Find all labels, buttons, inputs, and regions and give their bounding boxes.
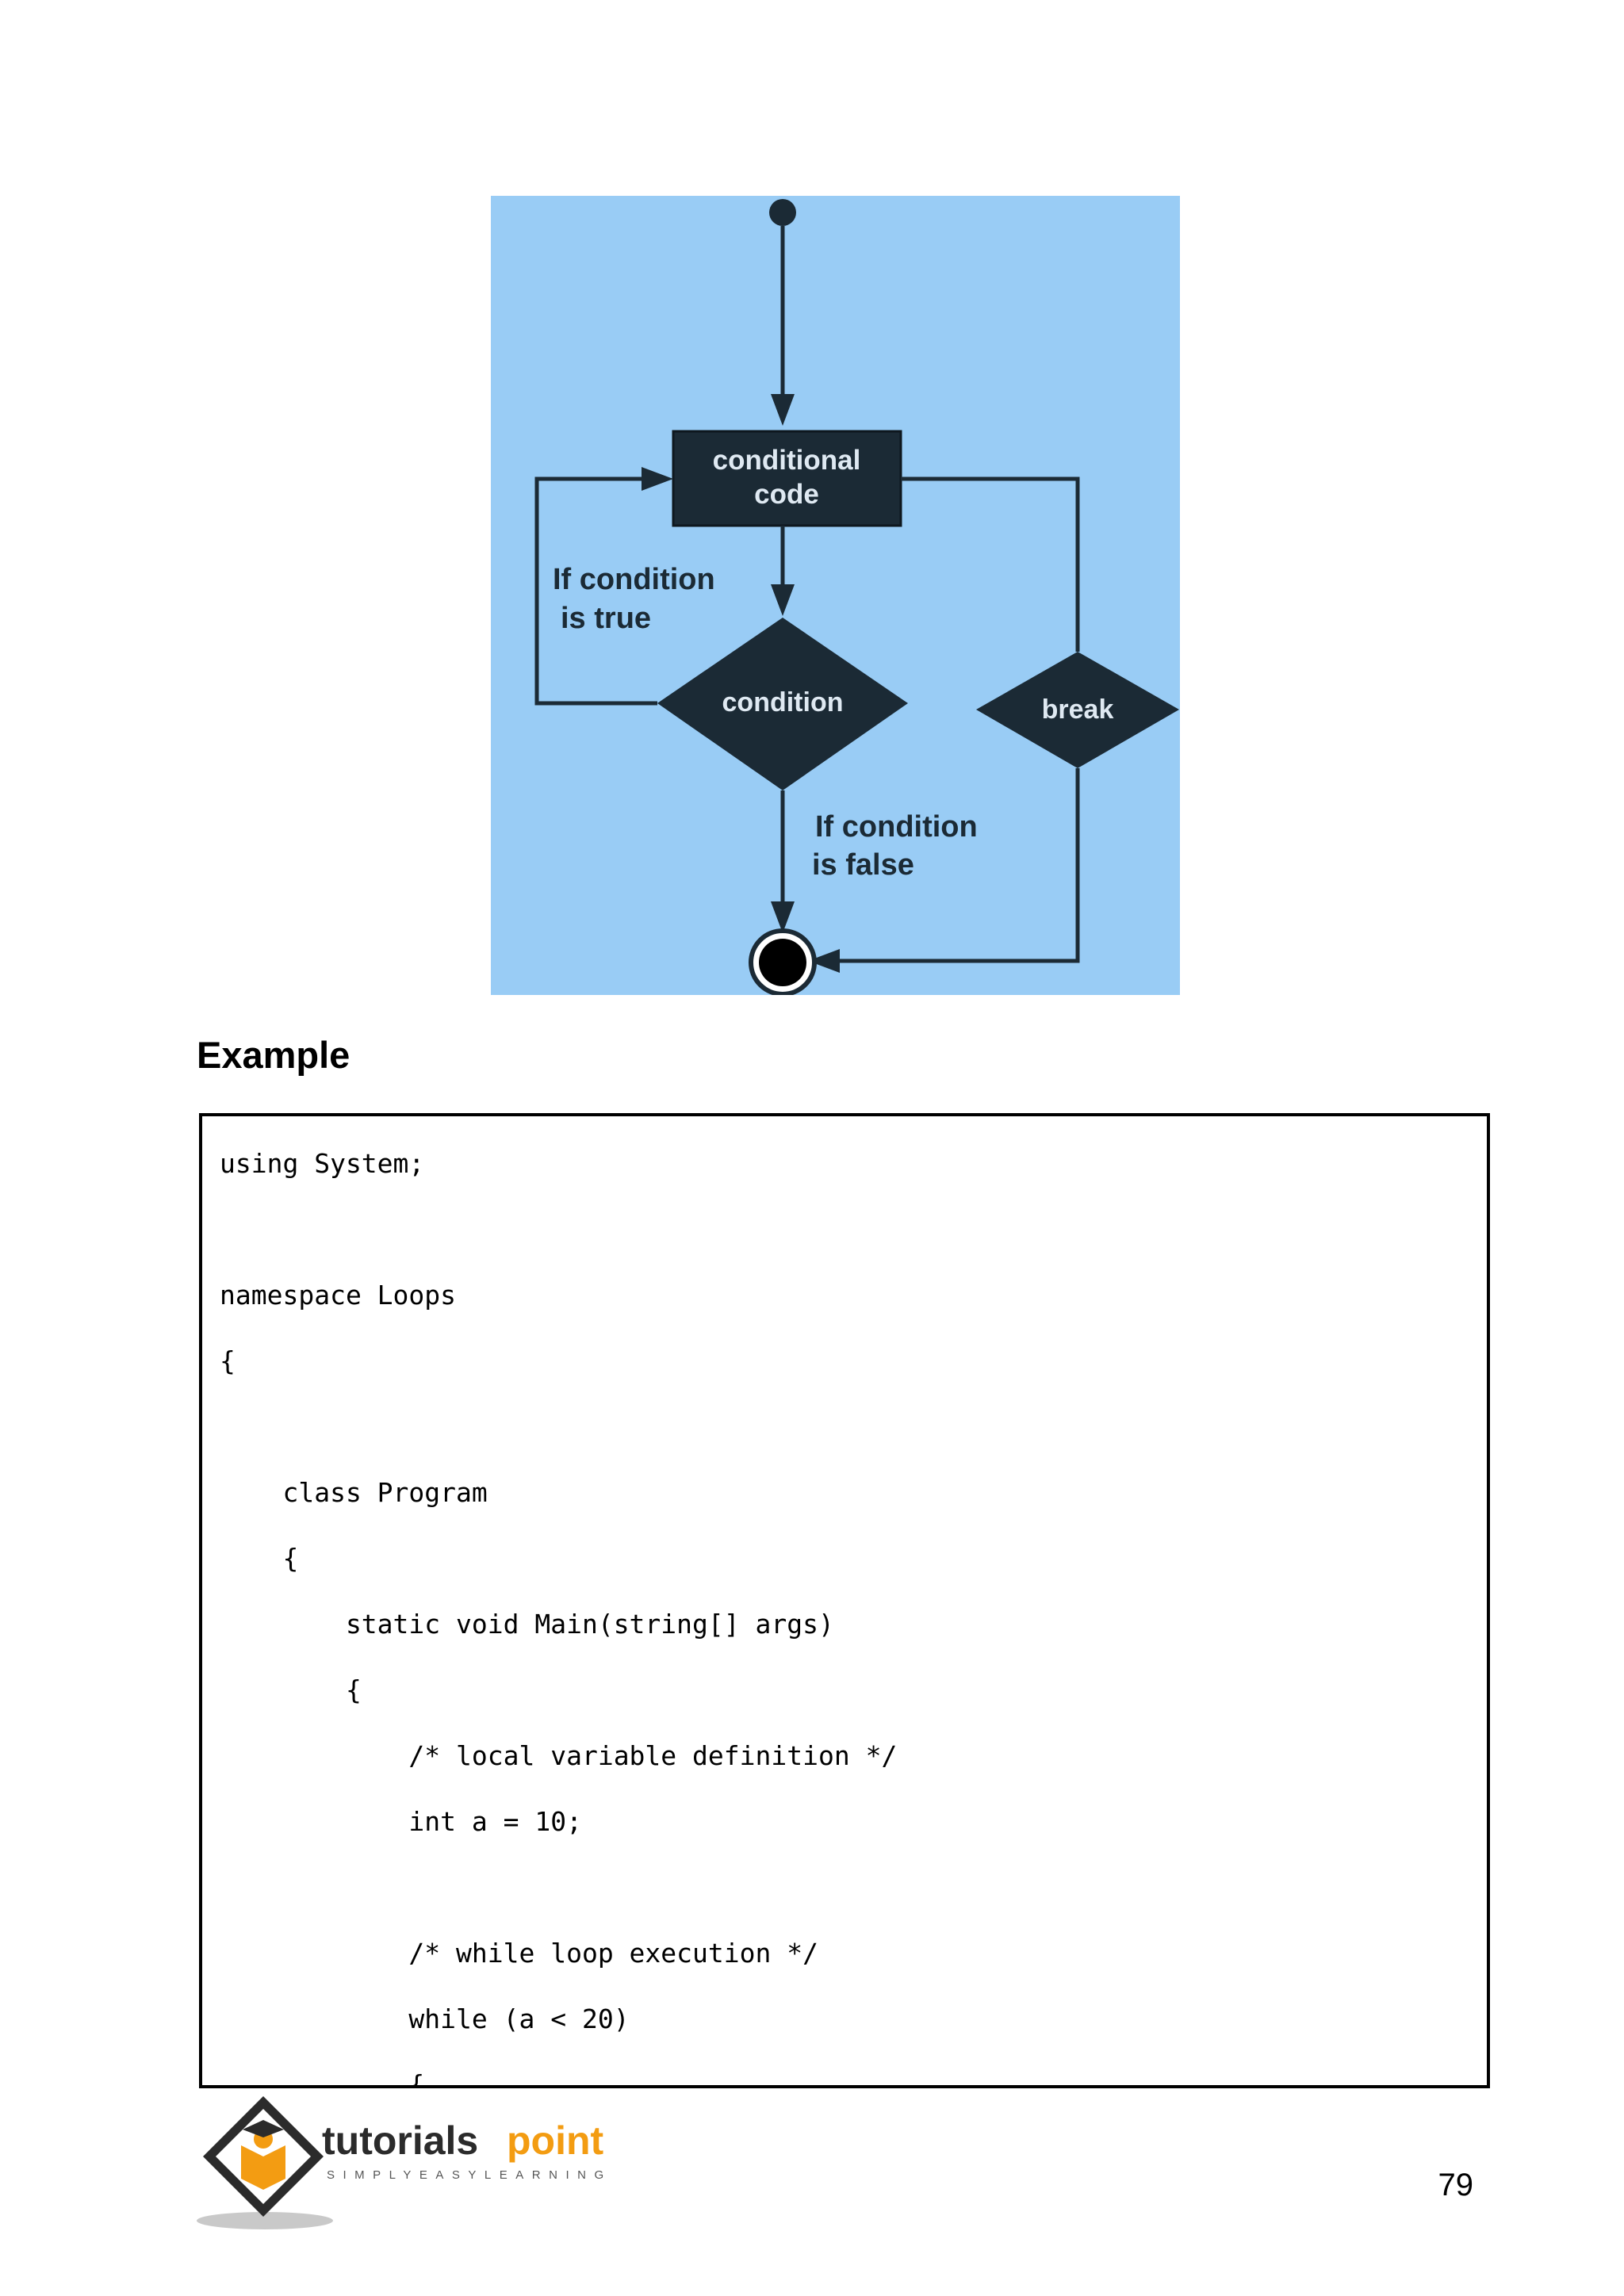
example-heading: Example [197,1034,350,1076]
code-text: using System; namespace Loops { class Pr… [220,1148,898,2088]
true-loop-path [534,476,657,706]
conditional-code-box [672,430,902,527]
true-label-line2: is true [561,602,651,635]
logo-book-icon [241,2145,285,2190]
loop-flowchart-diagram: conditional code condition If condition … [491,196,1180,995]
break-diamond [976,652,1179,768]
code-block: using System; namespace Loops { class Pr… [199,1113,1490,2088]
true-label-line1: If condition [553,563,715,596]
true-loop-arrowhead [642,467,673,491]
break-top-path [901,476,1080,652]
conditional-code-label-line1: conditional [713,445,861,476]
logo-shadow [197,2212,333,2229]
break-exit-arrowhead [808,949,840,973]
box-to-condition-arrowhead [771,584,795,616]
start-arrowhead [771,394,795,426]
flowchart-background [491,196,1180,995]
break-exit-path [828,768,1080,963]
logo-text-accent: point [507,2118,604,2163]
logo-tagline: SIMPLYEASYLEARNING [327,2168,612,2182]
tutorialspoint-logo: tutorials point SIMPLYEASYLEARNING [197,2096,612,2229]
page-number: 79 [1438,2168,1474,2202]
conditional-code-label-line2: code [754,479,819,510]
end-node [759,939,806,986]
break-label: break [1042,695,1114,725]
false-label-line2: is false [812,848,914,882]
condition-diamond [657,618,908,790]
logo-text-dark: tutorials [322,2118,478,2163]
condition-label: condition [722,687,844,718]
start-node [769,199,796,226]
false-label-line1: If condition [815,810,978,844]
false-arrowhead [771,901,795,933]
logo-cap-icon [243,2120,284,2137]
